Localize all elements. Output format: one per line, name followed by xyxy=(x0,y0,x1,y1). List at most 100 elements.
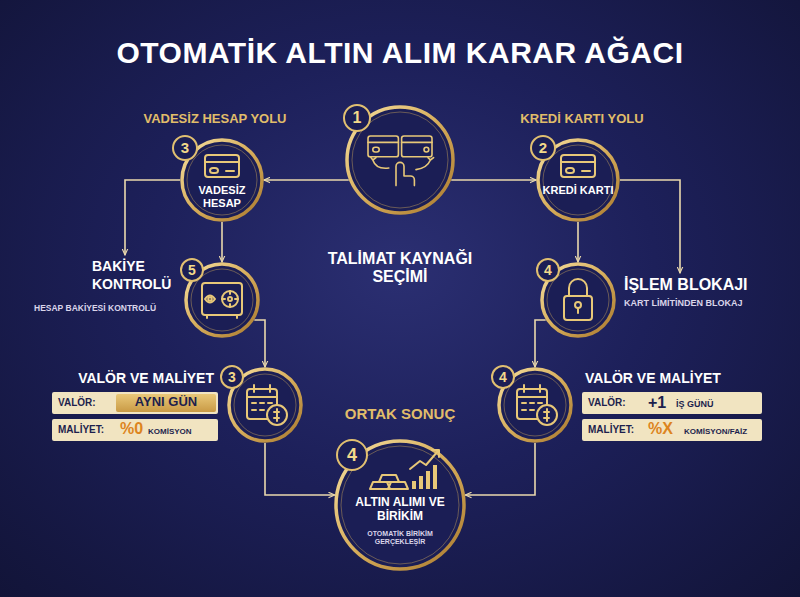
flow-arrow xyxy=(620,180,680,273)
table-cell: MALİYET: xyxy=(588,424,648,436)
calendar-icon xyxy=(517,385,557,425)
flow-arrow xyxy=(465,443,535,495)
step-number-badge: 2 xyxy=(530,135,556,161)
icon-shape xyxy=(207,315,237,318)
flow-arrow xyxy=(535,320,546,367)
icon-shape xyxy=(274,409,279,421)
icon-shape xyxy=(566,168,574,173)
section-heading: ORTAK SONUÇ xyxy=(330,405,470,422)
icon-shape xyxy=(368,136,398,157)
icon-shape xyxy=(202,283,242,315)
flow-arrow xyxy=(254,320,265,367)
diagram-title: OTOMATİK ALTIN ALIM KARAR AĞACI xyxy=(20,36,780,71)
path-heading: VADESİZ HESAP YOLU xyxy=(140,112,290,127)
step-number-badge: 5 xyxy=(180,258,204,282)
calendar-icon xyxy=(247,385,287,425)
result-title: ALTIN ALIMI VE BİRİKİM xyxy=(345,496,455,524)
step-circle: 3VADESİZ HESAP xyxy=(180,138,264,222)
icon-shape xyxy=(537,405,557,425)
icon-shape xyxy=(410,450,439,469)
table-cell: VALÖR: xyxy=(588,397,644,409)
flow-arrow xyxy=(451,179,536,181)
flow-arrow xyxy=(265,443,335,495)
circle-inner-ring xyxy=(504,374,566,436)
icon-shape xyxy=(564,296,592,320)
icon-shape xyxy=(582,170,590,172)
icon-shape xyxy=(577,308,579,313)
step-title: BAKİYE KONTROLÜ xyxy=(92,258,178,293)
icon-shape xyxy=(370,475,408,489)
step-number-badge: 4 xyxy=(536,258,560,282)
icon-shape xyxy=(368,142,432,144)
circle-inner-ring xyxy=(234,374,296,436)
icon-shape xyxy=(222,291,238,307)
cards-icon xyxy=(368,136,434,186)
table-cell: İŞ GÜNÜ xyxy=(676,399,758,409)
icon-shape xyxy=(396,162,414,185)
step-circle: 4VALÖR VE MALİYET xyxy=(497,367,573,443)
step-title: VALÖR VE MALİYET xyxy=(30,370,214,386)
table-cell: MALİYET: xyxy=(58,424,118,436)
table-row xyxy=(582,419,762,441)
result-subtitle: OTOMATİK BİRİKİM GERÇEKLEŞİR xyxy=(345,530,455,546)
icon-shape xyxy=(416,158,434,170)
value-table-right xyxy=(582,392,762,441)
icon-shape xyxy=(226,170,234,172)
table-cell: AYNI GÜN xyxy=(116,395,216,410)
icon-shape xyxy=(402,136,432,157)
step-title: TALİMAT KAYNAĞI SEÇİMİ xyxy=(310,250,490,287)
step-subtitle: HESAP BAKİYESİ KONTROLÜ xyxy=(34,304,180,314)
table-row xyxy=(52,419,218,441)
icon-shape xyxy=(561,155,595,177)
step-title: VALÖR VE MALİYET xyxy=(585,370,775,386)
step-subtitle: KART LİMİTİNDEN BLOKAJ xyxy=(624,298,784,308)
icon-shape xyxy=(373,147,379,152)
lock-icon xyxy=(564,279,592,320)
icon-shape xyxy=(517,385,547,397)
icon-shape xyxy=(205,155,239,177)
path-heading: KREDİ KARTI YOLU xyxy=(507,112,657,127)
icon-shape xyxy=(414,465,435,489)
step-number-badge: 4 xyxy=(336,439,368,471)
step-number-badge: 1 xyxy=(343,104,371,132)
table-row xyxy=(52,392,218,414)
step-circle: 2KREDİ KARTI xyxy=(536,138,620,222)
icon-shape xyxy=(561,161,595,163)
value-table-left xyxy=(52,392,218,441)
flow-arrow xyxy=(577,222,579,262)
step-number-badge: 3 xyxy=(220,365,244,389)
icon-shape xyxy=(370,157,388,168)
table-cell: KOMİSYON/FAİZ xyxy=(684,427,760,436)
step-title: İŞLEM BLOKAJI xyxy=(624,276,792,294)
icon-shape xyxy=(208,297,212,301)
icon-shape xyxy=(424,147,429,152)
table-cell xyxy=(116,394,216,412)
icon-shape xyxy=(544,409,549,421)
step-circle: 3VALÖR VE MALİYET xyxy=(227,367,303,443)
table-cell: VALÖR: xyxy=(58,397,114,409)
icon-shape xyxy=(228,297,232,301)
step-circle: 4İŞLEM BLOKAJIKART LİMİTİNDEN BLOKAJ xyxy=(540,262,616,338)
step-circle: 1TALİMAT KAYNAĞI SEÇİMİ xyxy=(345,105,455,215)
step-title: KREDİ KARTI xyxy=(538,184,618,197)
icon-shape xyxy=(267,405,287,425)
table-cell: +1 xyxy=(648,394,676,412)
table-cell: %0 xyxy=(120,420,148,438)
safe-icon xyxy=(202,283,242,318)
flow-arrow xyxy=(264,179,349,181)
icon-shape xyxy=(247,385,277,397)
gold-icon xyxy=(370,450,439,489)
table-cell: KOMİSYON xyxy=(148,427,216,436)
card-icon xyxy=(205,155,239,177)
icon-shape xyxy=(205,161,239,163)
card-icon xyxy=(561,155,595,177)
flow-arrow xyxy=(221,222,223,262)
icon-shape xyxy=(222,291,238,307)
icon-shape xyxy=(569,279,587,296)
flow-arrow xyxy=(125,180,180,255)
step-circle: 5BAKİYE KONTROLÜHESAP BAKİYESİ KONTROLÜ xyxy=(184,262,260,338)
step-title: VADESİZ HESAP xyxy=(182,184,262,209)
table-row xyxy=(582,392,762,414)
icon-shape xyxy=(205,296,215,303)
